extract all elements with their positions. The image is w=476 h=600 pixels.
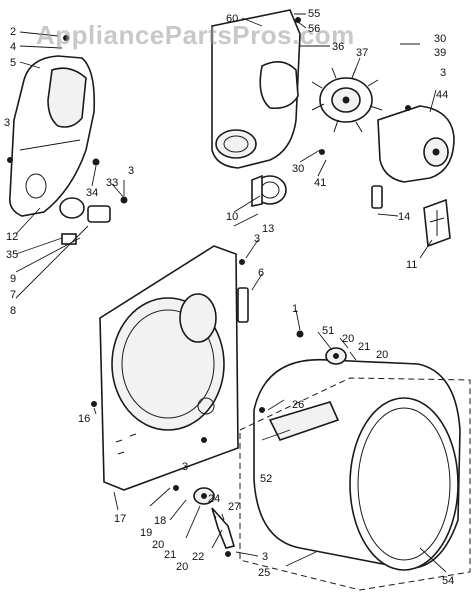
callout-20: 20 — [176, 561, 188, 573]
callout-33: 33 — [106, 177, 118, 189]
cabinet-bulkhead-panel — [99, 245, 249, 491]
drum-support-parts — [193, 330, 347, 549]
callout-3: 3 — [440, 67, 446, 79]
callout-24: 24 — [208, 493, 220, 505]
front-duct-panel — [8, 55, 96, 217]
screws — [7, 17, 411, 557]
callout-11: 11 — [406, 259, 417, 271]
callout-44: 44 — [436, 89, 448, 101]
callout-5: 5 — [10, 57, 16, 69]
callout-6: 6 — [258, 267, 264, 279]
callout-3: 3 — [4, 117, 10, 129]
callout-34: 34 — [86, 187, 98, 199]
callout-51: 51 — [322, 325, 334, 337]
callout-41: 41 — [314, 177, 326, 189]
blower-housing — [377, 105, 455, 183]
callout-21: 21 — [164, 549, 176, 561]
callout-20: 20 — [342, 333, 354, 345]
exhaust-duct — [251, 174, 287, 207]
callout-12: 12 — [6, 231, 18, 243]
callout-4: 4 — [10, 41, 16, 53]
callout-17: 17 — [114, 513, 126, 525]
callout-8: 8 — [10, 305, 16, 317]
callout-20: 20 — [152, 539, 164, 551]
callout-35: 35 — [6, 249, 18, 261]
callout-27: 27 — [228, 501, 240, 513]
callout-7: 7 — [10, 289, 16, 301]
callout-9: 9 — [10, 273, 16, 285]
callout-19: 19 — [140, 527, 152, 539]
callout-14: 14 — [398, 211, 410, 223]
upper-bulkhead — [211, 9, 301, 169]
drum — [239, 358, 471, 591]
blower-wheel — [311, 67, 383, 133]
callout-54: 54 — [442, 575, 454, 587]
callout-26: 26 — [292, 399, 304, 411]
callout-16: 16 — [78, 413, 90, 425]
callout-1: 1 — [292, 303, 298, 315]
callout-22: 22 — [192, 551, 204, 563]
leader-lines — [15, 13, 447, 573]
callout-30: 30 — [434, 33, 446, 45]
small-hardware — [371, 185, 451, 248]
callout-52: 52 — [260, 473, 272, 485]
callout-56: 56 — [308, 23, 320, 35]
callout-18: 18 — [154, 515, 166, 527]
callout-20: 20 — [376, 349, 388, 361]
callout-3: 3 — [262, 551, 268, 563]
callout-labels: 2 4 5 3 60 55 56 36 37 30 39 3 44 34 33 … — [4, 8, 454, 587]
callout-21: 21 — [358, 341, 370, 353]
thermostat-parts — [59, 158, 128, 245]
callout-3: 3 — [182, 461, 188, 473]
callout-39: 39 — [434, 47, 446, 59]
site-watermark: AppliancePartsPros.com — [36, 20, 355, 50]
callout-3: 3 — [128, 165, 134, 177]
callout-37: 37 — [356, 47, 368, 59]
callout-2: 2 — [10, 26, 16, 38]
callout-36: 36 — [332, 41, 344, 53]
callout-10: 10 — [226, 211, 238, 223]
callout-55: 55 — [308, 8, 320, 20]
callout-25: 25 — [258, 567, 270, 579]
callout-13: 13 — [262, 223, 274, 235]
callout-30: 30 — [292, 163, 304, 175]
callout-60: 60 — [226, 13, 238, 25]
callout-3: 3 — [254, 233, 260, 245]
